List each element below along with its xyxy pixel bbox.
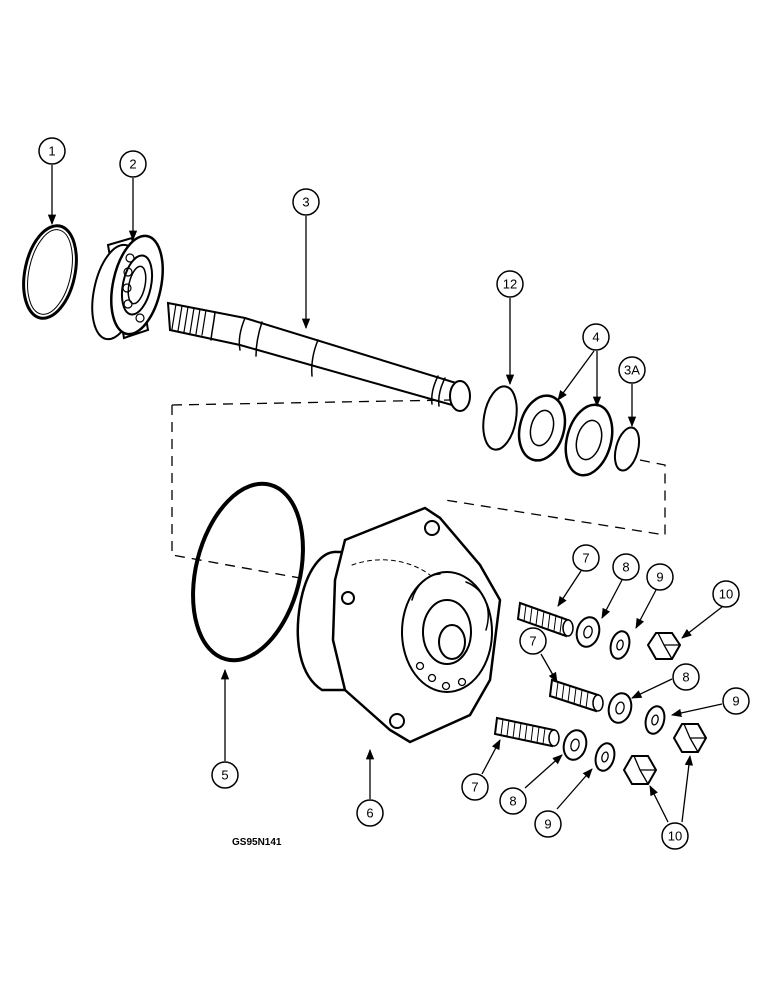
callout-label: 9	[544, 817, 551, 832]
callout-7: 7	[461, 773, 489, 801]
lock-washer-part	[562, 729, 588, 761]
callout-9: 9	[534, 810, 562, 838]
callout-8: 8	[612, 553, 640, 581]
callout-2: 2	[119, 150, 147, 178]
hex-nut-part	[672, 723, 708, 753]
lock-washer-part	[575, 616, 601, 648]
callout-label: 8	[682, 670, 689, 685]
retaining-ring-part	[482, 385, 518, 451]
callout-5: 5	[211, 761, 239, 789]
callout-label: 6	[366, 806, 373, 821]
callout-label: 3A	[624, 363, 640, 378]
callout-9: 9	[646, 563, 674, 591]
callout-label: 7	[529, 634, 536, 649]
figure-code: GS95N141	[232, 837, 282, 848]
callout-6: 6	[356, 799, 384, 827]
callout-7: 7	[572, 544, 600, 572]
seal-part	[517, 394, 567, 462]
callout-label: 9	[656, 570, 663, 585]
shaft-part	[166, 301, 471, 412]
seal-part	[564, 403, 614, 477]
callout-label: 10	[719, 587, 733, 602]
callout-label: 2	[129, 157, 136, 172]
callout-7: 7	[519, 627, 547, 655]
callout-label: 5	[221, 768, 228, 783]
flat-washer-part	[594, 742, 616, 772]
snap-ring-part	[22, 224, 78, 320]
callout-8: 8	[672, 663, 700, 691]
alignment-lines	[171, 399, 666, 579]
stud-part	[493, 716, 560, 748]
flat-washer-part	[609, 630, 631, 660]
callout-label: 1	[48, 144, 55, 159]
callout-8: 8	[499, 787, 527, 815]
callout-3: 3	[292, 188, 320, 216]
lock-washer-part	[607, 692, 633, 724]
large-o-ring-part	[191, 481, 305, 663]
callout-label: 4	[592, 330, 599, 345]
leader-lines	[47, 165, 723, 823]
callout-9: 9	[722, 687, 750, 715]
callout-3a: 3A	[618, 356, 646, 384]
callout-label: 9	[732, 694, 739, 709]
hex-nut-part	[622, 755, 658, 785]
callout-label: 8	[622, 560, 629, 575]
flat-washer-part	[644, 705, 666, 735]
callout-1: 1	[38, 137, 66, 165]
ball-bearing-part	[91, 234, 164, 341]
callout-10: 10	[712, 580, 740, 608]
callout-label: 8	[509, 794, 516, 809]
callout-label: 3	[302, 195, 309, 210]
hex-nut-part	[646, 632, 682, 660]
callout-label: 12	[503, 277, 517, 292]
callout-label: 7	[471, 780, 478, 795]
callout-label: 7	[582, 551, 589, 566]
callout-label: 10	[668, 829, 682, 844]
callout-4: 4	[582, 323, 610, 351]
callout-12: 12	[496, 270, 524, 298]
stud-part	[516, 601, 574, 638]
housing-part	[296, 506, 502, 744]
stud-part	[548, 678, 604, 713]
o-ring-part	[613, 426, 641, 472]
callout-10: 10	[661, 822, 689, 850]
